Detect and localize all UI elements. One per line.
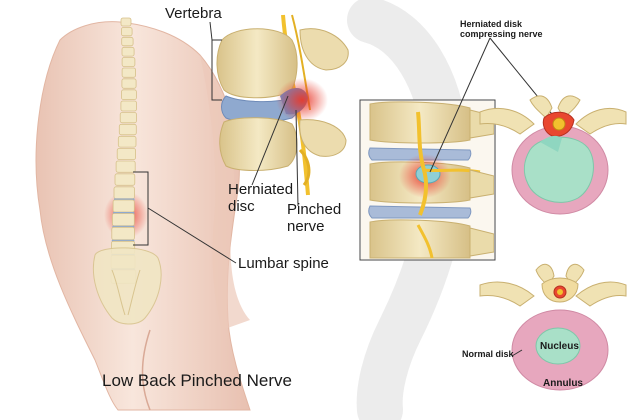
spine-vertebra <box>117 135 137 148</box>
spine-vertebra <box>114 173 136 186</box>
vertebra-bracket <box>211 39 222 101</box>
herniated-disc-label: Herniated disc <box>228 181 294 215</box>
spine-vertebra <box>113 186 135 200</box>
spine-disc <box>113 212 135 214</box>
herniated-disc-label-line1: Herniated <box>228 181 294 198</box>
spine-vertebra <box>120 17 132 27</box>
spine-vertebra <box>112 213 135 227</box>
spine-column <box>92 17 162 325</box>
spine-vertebra <box>112 199 135 213</box>
nucleus-label: Nucleus <box>540 341 579 352</box>
figure-caption: Low Back Pinched Nerve <box>102 371 292 390</box>
normal-disk-label: Normal disk <box>462 349 514 359</box>
spine-disc <box>111 239 135 242</box>
herniated-compressing-label-line2: compressing nerve <box>460 28 543 39</box>
spine-vertebra <box>115 160 136 173</box>
compressing-leader-1 <box>429 37 491 173</box>
spine-vertebra <box>111 226 135 241</box>
spine-disc <box>112 225 135 228</box>
spine-vertebra <box>119 112 137 124</box>
vertebra-closeup <box>216 14 349 196</box>
lumbar-spine-label: Lumbar spine <box>238 255 329 272</box>
lumbar-leader <box>147 207 237 264</box>
normal-disk-cross-section <box>479 263 627 391</box>
spine-vertebra <box>121 67 136 78</box>
pinched-nerve-label-line2: nerve <box>287 217 325 235</box>
vertebra-label: Vertebra <box>165 5 222 22</box>
herniated-compressing-label-line1: Herniated disk <box>460 19 523 29</box>
spine-vertebra <box>118 123 137 136</box>
herniated-disc-leader <box>251 95 289 186</box>
spine-disc <box>114 198 135 201</box>
pinched-nerve-label: Pinched nerve <box>287 201 342 235</box>
spine-vertebra <box>116 148 136 160</box>
herniated-disk-cross-section <box>479 95 627 215</box>
normal-disk-leader <box>511 349 523 357</box>
herniated-compressing-label: Herniated disk compressing nerve <box>460 19 543 40</box>
pinched-nerve-label-line1: Pinched <box>287 201 342 218</box>
annulus-label: Annulus <box>543 378 583 389</box>
spine-closeup-box <box>359 99 496 261</box>
pinched-nerve-leader <box>295 109 299 207</box>
spine-vertebra <box>121 46 135 57</box>
spine-vertebra <box>120 100 137 112</box>
spine-vertebra <box>121 36 134 47</box>
spine-vertebra <box>121 57 136 67</box>
herniated-disc-label-line2: disc <box>228 197 255 215</box>
spine-vertebra <box>121 78 137 89</box>
vertebra-leader <box>209 21 213 41</box>
spine-vertebra <box>121 89 137 101</box>
spine-vertebra <box>121 27 133 37</box>
